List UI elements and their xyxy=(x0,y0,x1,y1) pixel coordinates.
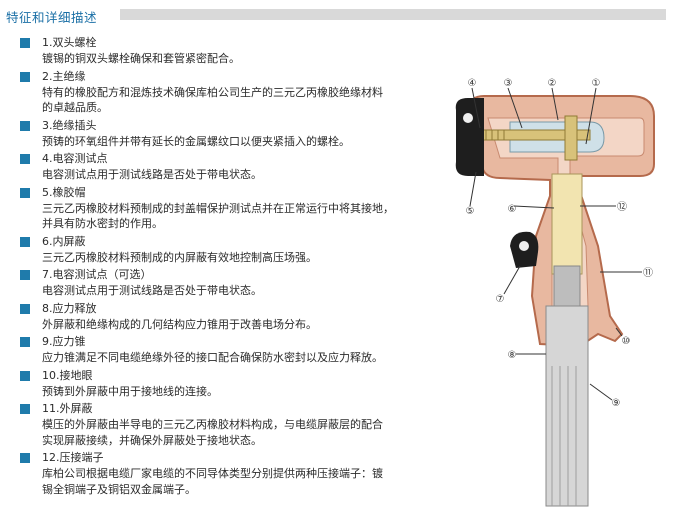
feature-item: 5.橡胶帽 三元乙丙橡胶材料预制成的封盖帽保护测试点并在正常运行中将其接地， 并… xyxy=(20,185,440,232)
bullet-square-icon xyxy=(20,370,30,381)
callout-label: ⑧ xyxy=(508,350,517,361)
section-header: 特征和详细描述 xyxy=(0,6,666,25)
feature-desc: 特有的橡胶配方和混炼技术确保库柏公司生产的三元乙丙橡胶绝缘材料 xyxy=(42,85,383,99)
feature-item: 3.绝缘插头 预铸的环氧组件并带有延长的金属螺纹口以便夹紧插入的螺栓。 xyxy=(20,118,440,150)
feature-item: 11.外屏蔽 模压的外屏蔽由半导电的三元乙丙橡胶材料构成，与电缆屏蔽层的配合 实… xyxy=(20,401,440,448)
callout-leader xyxy=(507,87,523,129)
bullet-square-icon xyxy=(20,120,30,131)
feature-desc: 三元乙丙橡胶材料预制成的封盖帽保护测试点并在正常运行中将其接地， xyxy=(42,201,394,215)
feature-title: 8.应力释放 xyxy=(42,301,97,315)
section-title: 特征和详细描述 xyxy=(6,10,98,25)
feature-title: 4.电容测试点 xyxy=(42,152,108,165)
bullet-square-icon xyxy=(20,337,30,347)
bullet-square-icon xyxy=(20,404,30,414)
feature-title: 9.应力锥 xyxy=(42,335,86,348)
feature-title: 11.外屏蔽 xyxy=(42,402,93,415)
bullet-square-icon xyxy=(20,270,30,280)
feature-desc: 电容测试点用于测试线路是否处于带电状态。 xyxy=(42,284,262,297)
callout-label: ⑩ xyxy=(622,336,631,347)
feature-desc: 应力锥满足不同电缆绝缘外径的接口配合确保防水密封以及应力释放。 xyxy=(42,351,383,364)
feature-title: 2.主绝缘 xyxy=(42,69,86,83)
feature-desc: 锡全铜端子及铜铝双金属端子。 xyxy=(42,482,196,496)
callout-leader xyxy=(615,327,623,337)
feature-title: 6.内屏蔽 xyxy=(42,234,86,248)
callout-leader xyxy=(503,265,521,295)
callout-leader xyxy=(513,205,555,209)
feature-desc: 电容测试点用于测试线路是否处于带电状态。 xyxy=(42,168,262,181)
feature-desc: 模压的外屏蔽由半导电的三元乙丙橡胶材料构成，与电缆屏蔽层的配合 xyxy=(42,418,383,431)
rubber-cap xyxy=(455,98,484,176)
feature-item: 6.内屏蔽 三元乙丙橡胶材料预制成的内屏蔽有效地控制高压场强。 xyxy=(20,234,440,266)
feature-item: 2.主绝缘 特有的橡胶配方和混炼技术确保库柏公司生产的三元乙丙橡胶绝缘材料 的卓… xyxy=(20,69,440,116)
bullet-square-icon xyxy=(20,71,30,82)
vertical-bolt xyxy=(564,115,578,161)
callout-leader xyxy=(471,87,481,129)
bullet-square-icon xyxy=(20,303,30,314)
bullet-square-icon xyxy=(20,154,30,164)
callout-label: ① xyxy=(592,78,601,89)
feature-desc: 库柏公司根据电缆厂家电缆的不同导体类型分别提供两种压接端子：镀 xyxy=(42,467,383,480)
callout-label: ④ xyxy=(468,78,477,89)
feature-title: 7.电容测试点（可选） xyxy=(42,268,152,281)
callout-label: ⑤ xyxy=(466,206,475,217)
callout-label: ⑨ xyxy=(612,398,621,409)
callout-label: ② xyxy=(548,78,557,89)
header-divider-bar xyxy=(120,9,666,20)
cable-jacket xyxy=(545,305,589,507)
feature-desc: 外屏蔽和绝缘构成的几何结构应力锥用于改善电场分布。 xyxy=(42,317,317,331)
bullet-square-icon xyxy=(20,236,30,247)
callout-label: ③ xyxy=(504,78,513,89)
callout-leader xyxy=(585,87,597,145)
feature-title: 12.压接端子 xyxy=(42,451,104,464)
feature-desc: 三元乙丙橡胶材料预制成的内屏蔽有效地控制高压场强。 xyxy=(42,250,317,264)
feature-desc: 的卓越品质。 xyxy=(42,101,108,114)
bullet-square-icon xyxy=(20,453,30,463)
feature-item: 7.电容测试点（可选） 电容测试点用于测试线路是否处于带电状态。 xyxy=(20,267,440,299)
ground-eye-hole-icon xyxy=(519,241,529,251)
feature-desc: 镀锡的铜双头螺栓确保和套管紧密配合。 xyxy=(42,52,240,65)
feature-desc: 预铸到外屏蔽中用于接地线的连接。 xyxy=(42,384,218,398)
feature-title: 1.双头螺栓 xyxy=(42,36,97,49)
callout-label: ⑥ xyxy=(508,204,517,215)
feature-item: 1.双头螺栓 镀锡的铜双头螺栓确保和套管紧密配合。 xyxy=(20,35,440,67)
callout-label: ⑪ xyxy=(643,267,653,279)
callout-group xyxy=(469,87,642,401)
feature-title: 10.接地眼 xyxy=(42,368,93,382)
callout-leader xyxy=(589,383,613,401)
feature-item: 12.压接端子 库柏公司根据电缆厂家电缆的不同导体类型分别提供两种压接端子：镀 … xyxy=(20,450,440,497)
cap-eye-icon xyxy=(463,113,473,123)
feature-desc: 实现屏蔽接续，并确保外屏蔽处于接地状态。 xyxy=(42,433,262,447)
callout-label: ⑫ xyxy=(617,201,627,213)
bullet-square-icon xyxy=(20,187,30,198)
feature-desc: 预铸的环氧组件并带有延长的金属螺纹口以便夹紧插入的螺栓。 xyxy=(42,134,350,148)
feature-title: 3.绝缘插头 xyxy=(42,118,97,132)
callout-leader xyxy=(469,171,477,207)
connector-cutaway-diagram: ④ ③ ② ① ⑤ ⑥ ⑫ ⑪ ⑦ ⑩ ⑧ ⑨ xyxy=(455,78,655,507)
bullet-square-icon xyxy=(20,38,30,48)
feature-item: 10.接地眼 预铸到外屏蔽中用于接地线的连接。 xyxy=(20,368,440,400)
compression-lug xyxy=(551,173,583,275)
feature-item: 8.应力释放 外屏蔽和绝缘构成的几何结构应力锥用于改善电场分布。 xyxy=(20,301,440,333)
feature-item: 9.应力锥 应力锥满足不同电缆绝缘外径的接口配合确保防水密封以及应力释放。 xyxy=(20,334,440,366)
callout-label: ⑦ xyxy=(496,294,505,305)
feature-item: 4.电容测试点 电容测试点用于测试线路是否处于带电状态。 xyxy=(20,151,440,183)
feature-list: 1.双头螺栓 镀锡的铜双头螺栓确保和套管紧密配合。 2.主绝缘 特有的橡胶配方和… xyxy=(20,35,440,499)
feature-title: 5.橡胶帽 xyxy=(42,185,86,199)
feature-desc: 并具有防水密封的作用。 xyxy=(42,217,163,230)
callout-leader xyxy=(551,87,559,121)
